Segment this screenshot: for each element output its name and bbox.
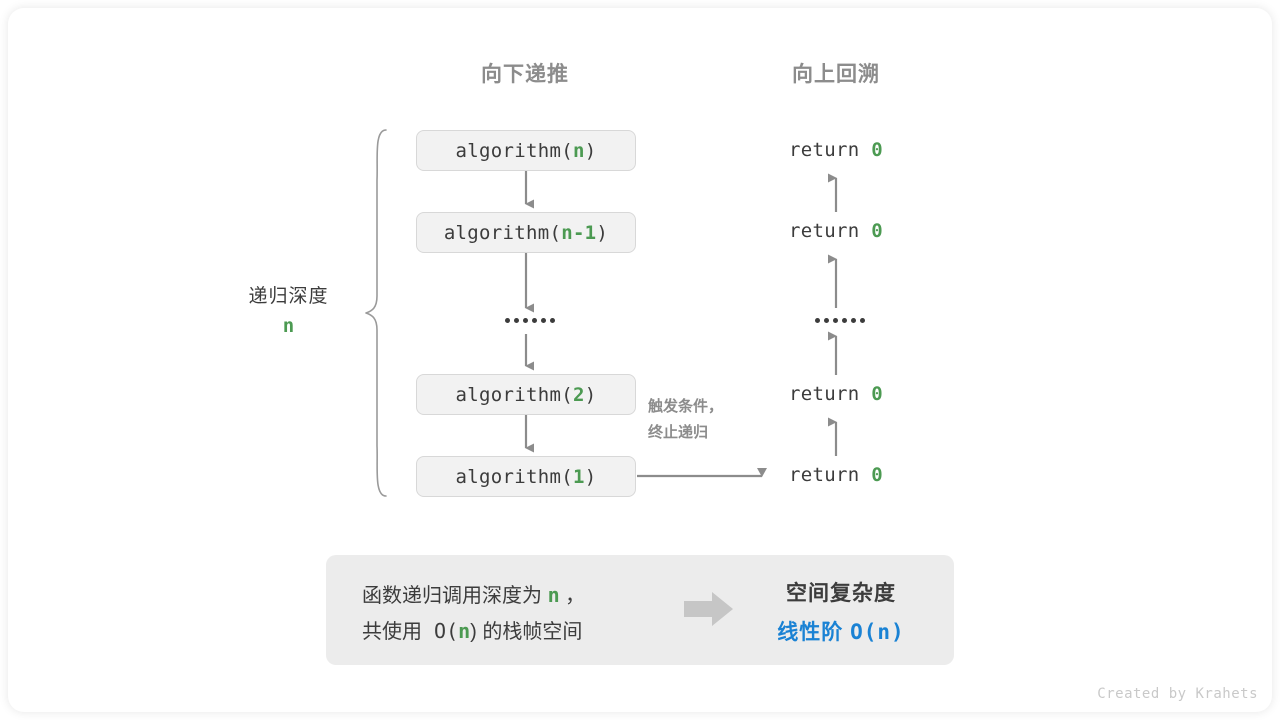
summary-left-line1-b: ， (559, 585, 586, 607)
call-box-1-suffix: ) (584, 465, 597, 488)
return-keyword-2: return (789, 220, 872, 242)
return-label-1: return 0 (746, 139, 926, 161)
return-value-4: 0 (871, 464, 883, 486)
summary-left-line2-n: n (458, 619, 471, 643)
call-box-2-arg: 2 (572, 383, 585, 406)
summary-left-text: 函数递归调用深度为 n ， 共使用 O(n) 的栈帧空间 (362, 578, 585, 650)
summary-panel: 函数递归调用深度为 n ， 共使用 O(n) 的栈帧空间 空间复杂度 线性阶 O… (326, 555, 954, 665)
summary-left-line1: 函数递归调用深度为 n ， (362, 578, 585, 614)
return-keyword-4: return (789, 464, 872, 486)
return-label-4: return 0 (746, 464, 926, 486)
summary-complexity-value: 线性阶 O(n) (746, 616, 936, 646)
summary-complexity-value-mono: O(n) (850, 620, 905, 644)
call-box-2[interactable]: algorithm(2) (416, 374, 636, 415)
call-box-1[interactable]: algorithm(1) (416, 456, 636, 497)
return-keyword-1: return (789, 139, 872, 161)
ellipsis-dots-left (505, 318, 555, 323)
right-block-arrow-icon (684, 592, 733, 626)
trigger-condition-line2: 终止递归 (648, 424, 709, 441)
return-keyword-3: return (789, 383, 872, 405)
call-box-2-prefix: algorithm( (455, 383, 573, 406)
call-box-n-minus-1[interactable]: algorithm(n-1) (416, 212, 636, 253)
recursion-depth-value: n (282, 315, 295, 337)
summary-left-line2-a: 共使用 O( (362, 619, 459, 643)
call-box-n[interactable]: algorithm(n) (416, 130, 636, 171)
summary-complexity-title: 空间复杂度 (786, 582, 896, 605)
column-header-downward: 向下递推 (481, 63, 569, 86)
summary-complexity-value-text: 线性阶 (777, 621, 851, 644)
summary-left-line2: 共使用 O(n) 的栈帧空间 (362, 614, 585, 650)
call-box-n-arg: n (572, 139, 585, 162)
trigger-condition-line1: 触发条件， (648, 398, 724, 415)
call-box-n-minus-1-suffix: ) (596, 221, 609, 244)
return-value-3: 0 (871, 383, 883, 405)
summary-right-text: 空间复杂度 线性阶 O(n) (746, 577, 936, 646)
column-header-upward: 向上回溯 (792, 63, 880, 86)
summary-left-line1-n: n (547, 583, 560, 607)
summary-left-line2-b: ) 的栈帧空间 (470, 621, 583, 643)
ellipsis-dots-right (815, 318, 865, 323)
return-value-2: 0 (871, 220, 883, 242)
return-label-2: return 0 (746, 220, 926, 242)
call-box-n-suffix: ) (584, 139, 597, 162)
call-box-n-prefix: algorithm( (455, 139, 573, 162)
call-box-n-minus-1-arg: n-1 (561, 221, 597, 244)
recursion-depth-text: 递归深度 (248, 286, 329, 307)
summary-left-line1-a: 函数递归调用深度为 (362, 585, 548, 607)
call-box-1-arg: 1 (572, 465, 585, 488)
credit-text: Created by Krahets (1097, 686, 1258, 702)
call-box-1-prefix: algorithm( (455, 465, 573, 488)
call-box-2-suffix: ) (584, 383, 597, 406)
return-label-3: return 0 (746, 383, 926, 405)
call-box-n-minus-1-prefix: algorithm( (443, 221, 562, 244)
recursion-depth-label: 递归深度 n (226, 281, 351, 337)
return-value-1: 0 (871, 139, 883, 161)
trigger-condition-note: 触发条件， 终止递归 (648, 394, 723, 446)
